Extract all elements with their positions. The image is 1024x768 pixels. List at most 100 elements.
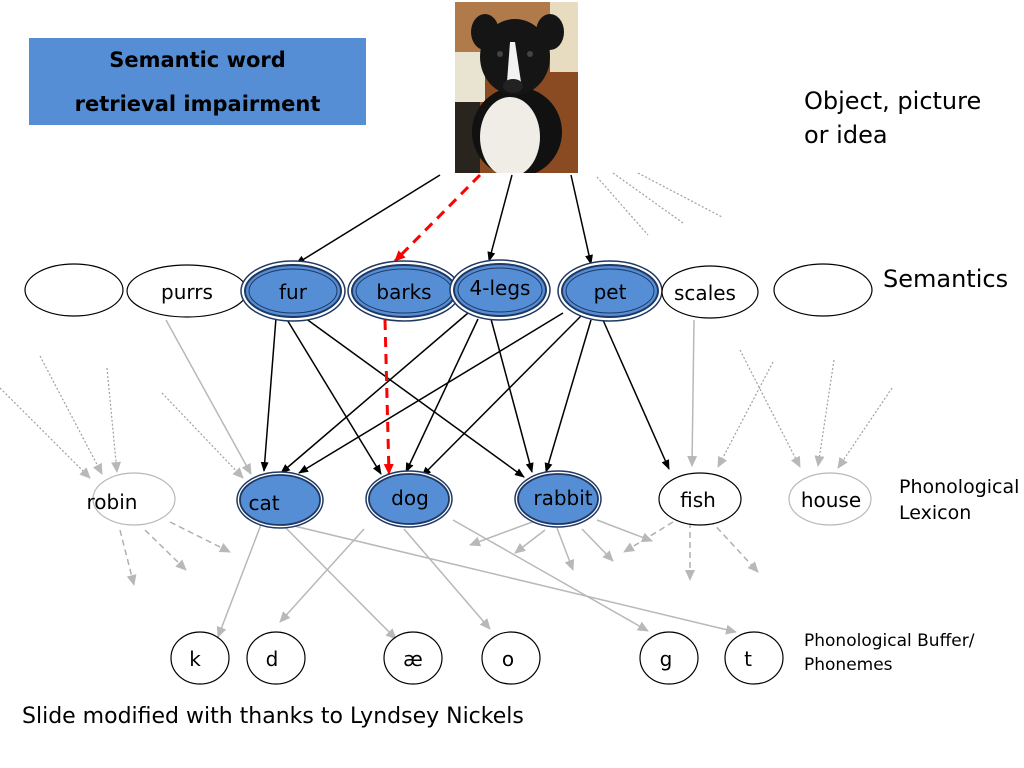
phoneme-node-label: o [502, 647, 514, 671]
lexicon-node-label: house [801, 488, 861, 512]
semantic-node-blank-1 [24, 263, 124, 317]
phoneme-node-label: g [660, 647, 673, 671]
4legs-to-dog-connection [405, 318, 479, 473]
pet-to-fish-connection [602, 319, 670, 470]
pet-to-cat-connection [298, 312, 564, 474]
title-box: Semantic word retrieval impairment [29, 38, 366, 125]
semantic-node-label: barks [376, 280, 431, 304]
lexicon-node-rabbit: rabbit [514, 470, 602, 528]
semantics-layer: purrs fur barks 4-legs pet sc [24, 259, 873, 322]
dog-picture [455, 2, 578, 173]
semantic-node-label: fur [279, 280, 308, 304]
fur-to-rabbit-connection [304, 317, 525, 478]
lexicon-node-label: fish [680, 488, 716, 512]
buffer-label-line-2: Phonemes [804, 655, 893, 675]
cat-to-k-connection [216, 521, 263, 638]
faded-connection [39, 355, 103, 475]
faded-connection [837, 387, 893, 469]
lexicon-node-cat: cat [236, 471, 324, 529]
faded-connection [119, 529, 137, 586]
phoneme-node-ae: æ [383, 631, 443, 685]
lexicon-label-line-1: Phonological [899, 476, 1020, 498]
semantic-node-label: purrs [161, 280, 213, 304]
picture-to-4legs-connection [487, 174, 513, 262]
4legs-to-rabbit-connection [490, 318, 534, 473]
faded-connection [0, 387, 91, 479]
buffer-label-line-1: Phonological Buffer/ [804, 631, 975, 651]
phoneme-node-d: d [246, 631, 306, 685]
lexicon-node-label: rabbit [533, 486, 592, 510]
semantic-node-pet: pet [557, 260, 663, 322]
phoneme-node-label: d [266, 647, 279, 671]
faded-connection [106, 367, 122, 473]
rabbit-output-connection [556, 527, 575, 571]
faded-connection [144, 529, 187, 571]
cat-to-ae-connection [279, 521, 397, 640]
object-label-line-1: Object, picture [804, 87, 982, 115]
lexicon-node-dog: dog [365, 470, 453, 528]
faded-dotted-connections [0, 172, 893, 479]
semantic-node-barks: barks [347, 260, 461, 322]
faded-connection [169, 521, 231, 553]
faded-connection [717, 361, 774, 468]
faded-connection [814, 359, 835, 467]
faded-connection [612, 172, 684, 224]
title-line-2: retrieval impairment [74, 91, 321, 116]
footer-credit: Slide modified with thanks to Lyndsey Ni… [22, 704, 524, 729]
faded-dashed-connections [119, 519, 759, 586]
lexicon-layer: robin cat dog rabbit fish house [87, 470, 872, 529]
phoneme-layer: k d æ o g t [170, 631, 784, 685]
rabbit-output-connection [469, 520, 536, 547]
phoneme-node-o: o [481, 631, 541, 685]
faded-connection [623, 521, 674, 553]
dog-to-d-connection [279, 528, 365, 623]
phoneme-node-t: t [724, 631, 784, 685]
lexicon-node-label: cat [248, 491, 279, 515]
picture-to-fur-connection [295, 174, 441, 265]
faded-connection [709, 519, 759, 573]
black-connections [260, 174, 670, 478]
lexicon-node-label: dog [391, 486, 429, 510]
title-line-1: Semantic word [109, 47, 286, 72]
dog-to-o-connection [403, 528, 491, 630]
semantic-node-blank-2 [773, 263, 873, 317]
rabbit-output-connection [581, 528, 614, 562]
faded-connection [637, 172, 723, 218]
barks-to-dog-impaired-connection [383, 319, 394, 475]
object-label-line-2: or idea [804, 121, 888, 149]
pet-to-dog-connection [421, 315, 582, 477]
fur-to-cat-connection [260, 317, 277, 472]
dog-to-g-connection [452, 519, 649, 632]
picture-to-barks-impaired-connection [393, 173, 482, 263]
lexicon-node-robin: robin [87, 472, 176, 526]
scales-to-fish-connection [687, 319, 698, 467]
semantic-node-4legs: 4-legs [449, 259, 551, 321]
semantic-node-label: scales [674, 281, 736, 305]
semantics-level-label: Semantics [883, 265, 1009, 293]
lexicon-level-label: Phonological Lexicon [899, 474, 1019, 526]
object-level-label: Object, picture or idea [804, 84, 981, 152]
lexicon-node-house: house [788, 472, 872, 526]
phoneme-node-k: k [170, 631, 230, 685]
buffer-level-label: Phonological Buffer/ Phonemes [804, 629, 974, 677]
semantic-node-purrs: purrs [126, 264, 248, 318]
faded-connection [739, 349, 801, 468]
lexicon-node-fish: fish [658, 472, 742, 526]
4legs-to-cat-connection [280, 312, 469, 474]
phoneme-node-label: æ [403, 647, 423, 671]
phoneme-node-label: t [744, 647, 752, 671]
phoneme-node-g: g [639, 631, 699, 685]
picture-to-pet-connection [570, 174, 593, 265]
semantic-node-fur: fur [240, 260, 346, 322]
rabbit-output-connection [596, 519, 653, 543]
semantic-node-label: pet [594, 280, 627, 304]
semantic-node-label: 4-legs [470, 276, 531, 300]
impaired-connections [383, 173, 482, 475]
purrs-to-cat-connection [165, 319, 252, 475]
faded-connection [596, 176, 649, 236]
faded-connection [161, 392, 244, 479]
lexicon-label-line-2: Lexicon [899, 502, 972, 524]
phoneme-node-label: k [189, 647, 201, 671]
rabbit-output-connection [514, 529, 546, 554]
